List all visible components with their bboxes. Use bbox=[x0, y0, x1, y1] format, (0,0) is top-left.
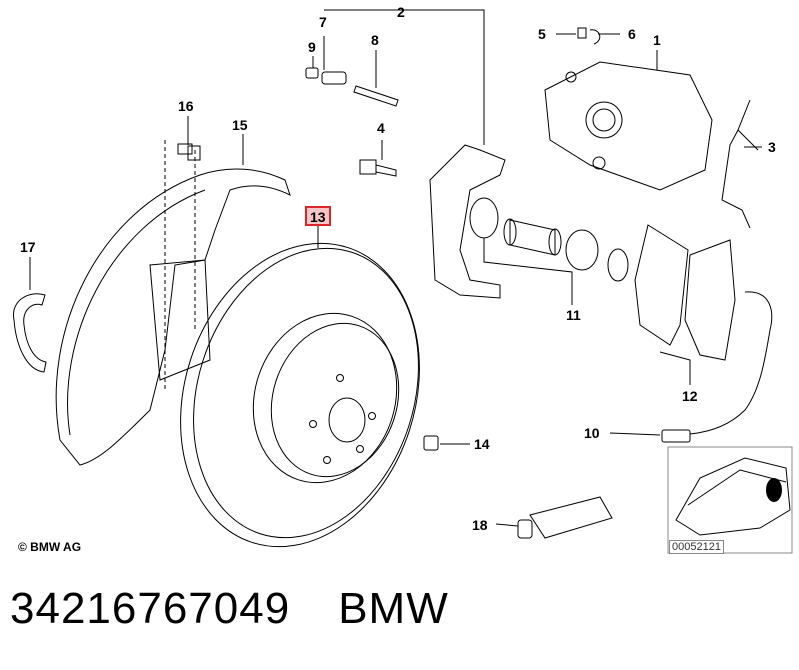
leader-lines bbox=[29, 9, 762, 527]
callout-8[interactable]: 8 bbox=[371, 32, 379, 48]
wheel-bolt-14 bbox=[423, 435, 439, 451]
callouts: 1 2 3 4 5 6 7 8 9 10 11 12 13 14 15 16 1… bbox=[20, 4, 776, 533]
spring-clip-3 bbox=[721, 99, 759, 229]
callout-5[interactable]: 5 bbox=[538, 26, 546, 42]
bleed-valve bbox=[577, 27, 601, 45]
callout-6[interactable]: 6 bbox=[628, 26, 636, 42]
callout-14[interactable]: 14 bbox=[474, 436, 490, 452]
callout-9[interactable]: 9 bbox=[308, 39, 316, 55]
callout-1[interactable]: 1 bbox=[653, 32, 661, 48]
bolt-16 bbox=[177, 143, 201, 161]
callout-3[interactable]: 3 bbox=[768, 139, 776, 155]
callout-10[interactable]: 10 bbox=[584, 425, 600, 441]
callout-15[interactable]: 15 bbox=[232, 117, 248, 133]
part-number: 34216767049 bbox=[10, 584, 291, 633]
callout-7[interactable]: 7 bbox=[319, 14, 327, 30]
grease-tube bbox=[517, 496, 613, 539]
brand-label: BMW bbox=[338, 584, 449, 633]
brake-disc bbox=[180, 242, 420, 548]
callout-13[interactable]: 13 bbox=[310, 209, 326, 225]
dust-shield bbox=[55, 140, 291, 466]
guide-bolts bbox=[305, 67, 399, 177]
callout-13-highlight bbox=[305, 206, 331, 226]
clip-17 bbox=[13, 293, 47, 373]
callout-2[interactable]: 2 bbox=[397, 4, 405, 20]
callout-12[interactable]: 12 bbox=[682, 388, 698, 404]
wear-sensor bbox=[661, 291, 773, 443]
callout-17[interactable]: 17 bbox=[20, 239, 36, 255]
caliper-housing bbox=[544, 61, 713, 191]
callout-18[interactable]: 18 bbox=[472, 517, 488, 533]
vehicle-thumbnail bbox=[667, 446, 793, 554]
callout-4[interactable]: 4 bbox=[377, 120, 385, 136]
caliper-carrier bbox=[429, 144, 506, 299]
callout-16[interactable]: 16 bbox=[178, 98, 194, 114]
brake-pads bbox=[634, 224, 736, 361]
copyright-label: © BMW AG bbox=[18, 540, 82, 554]
piston-set bbox=[469, 197, 629, 282]
thumbnail-code: 00052121 bbox=[669, 540, 724, 554]
footer: 34216767049 BMW bbox=[10, 584, 497, 634]
callout-11[interactable]: 11 bbox=[566, 307, 581, 323]
